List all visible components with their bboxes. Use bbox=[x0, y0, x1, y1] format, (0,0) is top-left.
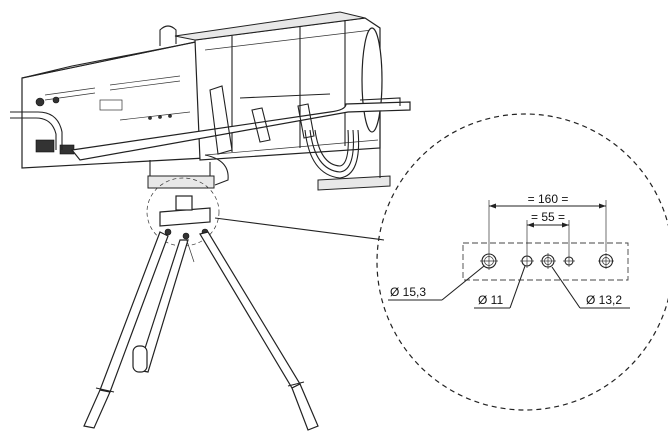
tripod-head-plate bbox=[159, 207, 211, 227]
yoke-base bbox=[147, 175, 215, 189]
tripod-leg-right bbox=[199, 231, 301, 389]
hole-5 bbox=[598, 253, 614, 269]
front-lens-ring bbox=[361, 27, 383, 133]
barrel-top bbox=[174, 11, 366, 41]
detail-leader bbox=[214, 217, 385, 241]
hole-1 bbox=[480, 252, 498, 270]
mount-plate-outline bbox=[462, 242, 629, 281]
hole-2 bbox=[520, 254, 534, 268]
dimension-55-label: = 55 = bbox=[531, 210, 565, 224]
hole-1-callout: Ø 15,3 bbox=[388, 265, 485, 301]
dimension-160-label: = 160 = bbox=[528, 192, 569, 206]
side-rail bbox=[70, 101, 411, 161]
followspot-illustration bbox=[10, 11, 411, 191]
tripod-leg-rear bbox=[137, 239, 189, 373]
tripod-illustration bbox=[83, 177, 319, 431]
hole-3-callout: Ø 13,2 bbox=[551, 266, 630, 309]
mount-detail-marker bbox=[146, 177, 220, 247]
hole-3-label: Ø 13,2 bbox=[586, 293, 622, 307]
detail-circle bbox=[376, 113, 668, 411]
detail-view: = 160 = = 55 = Ø 15,3 Ø 11 Ø 13,2 bbox=[376, 113, 668, 411]
cable-stand bbox=[317, 175, 391, 191]
hole-3 bbox=[540, 253, 556, 269]
tripod-spigot bbox=[175, 195, 193, 211]
hole-2-callout: Ø 11 bbox=[474, 265, 526, 309]
dimension-55: = 55 = bbox=[526, 210, 570, 255]
dimension-160: = 160 = bbox=[488, 192, 607, 252]
hole-4 bbox=[563, 255, 575, 267]
hole-2-label: Ø 11 bbox=[478, 293, 503, 307]
hole-1-label: Ø 15,3 bbox=[390, 285, 426, 299]
